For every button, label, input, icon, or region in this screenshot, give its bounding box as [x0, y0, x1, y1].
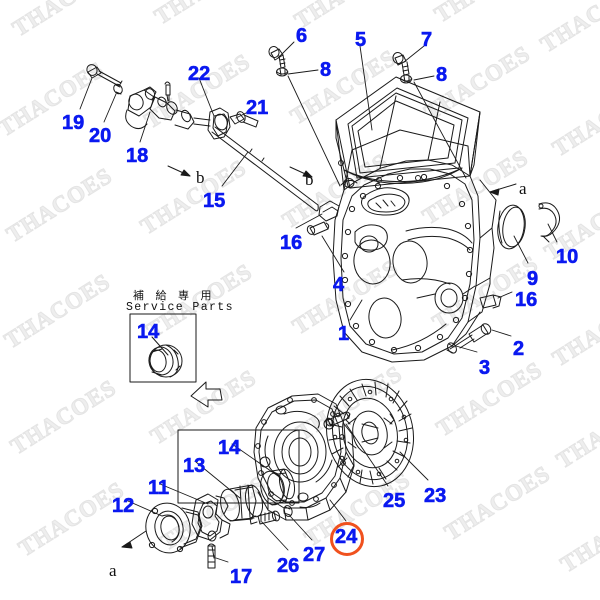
- callout-number-6[interactable]: 6: [296, 25, 308, 47]
- callout-number-2[interactable]: 2: [513, 338, 525, 360]
- callout-number-19[interactable]: 19: [62, 112, 85, 134]
- part-16-plug-right: [479, 294, 502, 309]
- part-18-lever: [125, 86, 211, 130]
- part-8-washer-left: [276, 67, 289, 77]
- part-16-bushing-mid: [318, 200, 340, 222]
- service-parts-box: [129, 313, 197, 383]
- service-parts-arrow: [190, 381, 223, 408]
- marker-a-arrow-bottom: [121, 530, 147, 549]
- callout-number-8[interactable]: 8: [320, 59, 332, 81]
- part-24-clutch-cover: [253, 393, 355, 521]
- part-7-bolt: [392, 52, 410, 76]
- callout-number-16[interactable]: 16: [280, 232, 303, 254]
- part-3-washer: [446, 342, 457, 354]
- callout-number-9[interactable]: 9: [527, 268, 539, 290]
- section-marker-b: b: [305, 170, 314, 189]
- leader-14-box: [151, 336, 169, 356]
- callout-number-18[interactable]: 18: [126, 145, 149, 167]
- callout-number-17[interactable]: 17: [230, 566, 253, 588]
- marker-b-arrow-right: [289, 166, 313, 178]
- part-25-pin: [325, 411, 351, 427]
- callout-number-27[interactable]: 27: [303, 544, 326, 566]
- callout-number-10[interactable]: 10: [556, 246, 579, 268]
- callout-number-22[interactable]: 22: [188, 63, 211, 85]
- callout-number-14[interactable]: 14: [218, 437, 241, 459]
- part-9-oil-seal: [497, 204, 526, 250]
- part-21-yoke: [207, 107, 259, 140]
- service-parts-japanese-label: 補 給 専 用: [133, 289, 216, 302]
- callout-number-14[interactable]: 14: [137, 321, 160, 343]
- callout-number-15[interactable]: 15: [203, 190, 226, 212]
- callout-number-26[interactable]: 26: [277, 555, 300, 577]
- part-11-release-fork: [191, 493, 231, 559]
- callout-number-24[interactable]: 24: [335, 526, 358, 548]
- callout-number-8[interactable]: 8: [436, 64, 448, 86]
- section-marker-a: a: [109, 561, 117, 580]
- callout-number-21[interactable]: 21: [246, 97, 269, 119]
- callout-number-16[interactable]: 16: [515, 289, 538, 311]
- callout-number-20[interactable]: 20: [89, 125, 112, 147]
- part-6-bolt: [268, 46, 286, 69]
- callout-number-4[interactable]: 4: [333, 274, 345, 296]
- part-20-washer: [113, 83, 123, 95]
- part-23-clutch-disc: [325, 378, 415, 488]
- section-marker-a: a: [519, 179, 527, 198]
- callout-number-1[interactable]: 1: [338, 323, 350, 345]
- callout-number-23[interactable]: 23: [424, 485, 447, 507]
- section-marker-b: b: [196, 168, 205, 187]
- inset-box-13-14: [177, 429, 300, 504]
- callout-number-11[interactable]: 11: [148, 477, 170, 499]
- service-parts-english-label: Service Parts: [126, 301, 234, 314]
- leader-lines: [79, 41, 558, 563]
- callout-number-25[interactable]: 25: [383, 490, 406, 512]
- highlight-ring-24: [330, 522, 364, 556]
- part-12-bearing-carrier: [145, 502, 203, 554]
- part-10-snap-ring: [538, 202, 561, 243]
- callout-number-13[interactable]: 13: [183, 455, 206, 477]
- marker-a-arrow-right: [489, 183, 517, 196]
- part-5-cover-plate: [335, 76, 481, 189]
- callout-number-3[interactable]: 3: [479, 357, 491, 379]
- part-2-bolt: [449, 323, 492, 350]
- part-17-spring-pin: [207, 543, 216, 569]
- part-22-pin: [164, 81, 171, 102]
- part-27-washer: [283, 505, 293, 517]
- callout-number-12[interactable]: 12: [112, 495, 135, 517]
- callout-number-7[interactable]: 7: [421, 29, 433, 51]
- part-14-bearing-bottom: [260, 468, 296, 506]
- part-26-bolt: [249, 510, 281, 525]
- marker-b-arrow-left: [167, 165, 191, 177]
- part-4-dowel-pin: [306, 221, 330, 236]
- part-8-washer-right: [400, 74, 413, 84]
- part-1-flywheel-housing: [332, 95, 497, 363]
- callout-number-5[interactable]: 5: [355, 29, 367, 51]
- part-15-rod: [211, 126, 319, 212]
